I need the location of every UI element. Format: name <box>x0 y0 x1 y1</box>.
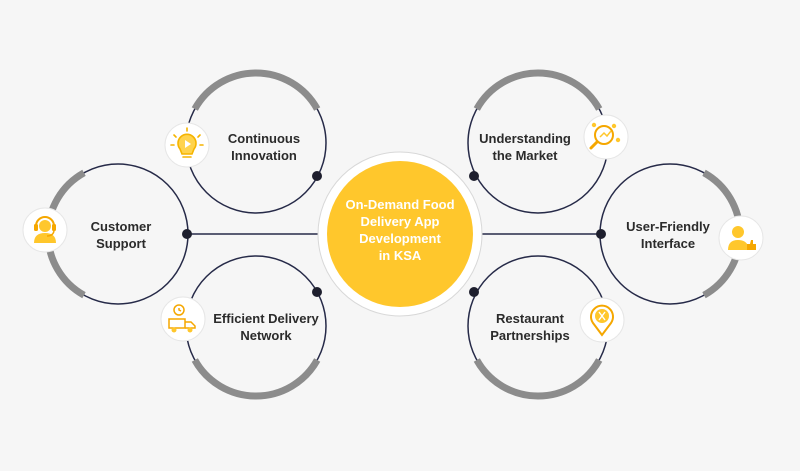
node-label-customer-support: Customer Support <box>78 218 164 252</box>
junction-dot <box>469 287 479 297</box>
center-title-line: On-Demand Food <box>345 197 455 212</box>
node-label-line: Network <box>240 328 292 343</box>
node-label-line: Understanding <box>479 131 571 146</box>
junction-dot <box>312 287 322 297</box>
junction-dot <box>596 229 606 239</box>
node-label-line: the Market <box>492 148 558 163</box>
center-title: On-Demand Food Delivery App Development … <box>330 196 470 264</box>
node-label-line: Innovation <box>231 148 297 163</box>
user-thumbs-up-icon <box>718 215 764 261</box>
junction-dot <box>469 171 479 181</box>
node-label-understanding-the-market: Understanding the Market <box>472 130 578 164</box>
node-label-line: Interface <box>640 236 696 251</box>
lightbulb-play-icon <box>164 122 210 168</box>
junction-dot <box>312 171 322 181</box>
market-analysis-icon <box>583 114 629 160</box>
center-title-line: Delivery App <box>360 214 440 229</box>
delivery-truck-icon <box>160 296 206 342</box>
headset-agent-icon <box>22 207 68 253</box>
center-hub <box>317 151 483 317</box>
node-label-line: Restaurant <box>496 311 564 326</box>
node-label-line: Partnerships <box>490 328 570 343</box>
node-label-line: User-Friendly <box>626 219 710 234</box>
center-title-line: in KSA <box>378 248 422 263</box>
restaurant-pin-icon <box>579 297 625 343</box>
node-label-continuous-innovation: Continuous Innovation <box>216 130 312 164</box>
node-label-restaurant-partnerships: Restaurant Partnerships <box>480 310 580 344</box>
node-label-line: Support <box>96 236 146 251</box>
node-label-user-friendly-interface: User-Friendly Interface <box>618 218 718 252</box>
center-title-line: Development <box>359 231 441 246</box>
node-label-line: Efficient Delivery <box>213 311 319 326</box>
node-label-efficient-delivery-network: Efficient Delivery Network <box>206 310 326 344</box>
node-label-line: Customer <box>90 219 152 234</box>
junction-dot <box>182 229 192 239</box>
node-label-line: Continuous <box>227 131 301 146</box>
